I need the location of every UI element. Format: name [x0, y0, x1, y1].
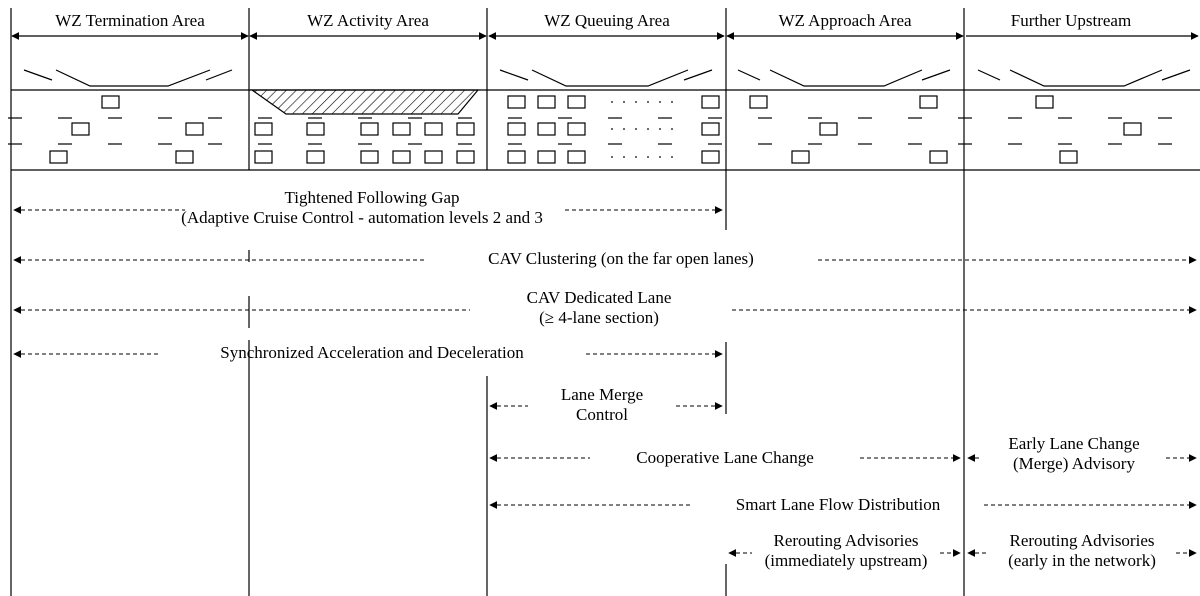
queue-dot [671, 128, 673, 130]
label-acc-note: (Adaptive Cruise Control - automation le… [181, 208, 543, 227]
label-merge-advisory: (Merge) Advisory [1013, 454, 1135, 473]
vehicle [567, 95, 586, 109]
vehicle [254, 122, 273, 136]
vehicle [919, 95, 938, 109]
label-lane-merge-control: Control [576, 405, 628, 424]
label-smart-lane-flow: Smart Lane Flow Distribution [736, 495, 941, 514]
vehicle [507, 122, 526, 136]
label-rerouting-early: Rerouting Advisories [1010, 531, 1155, 550]
zone-label-upstream: Further Upstream [1011, 11, 1131, 30]
vehicle [929, 150, 948, 164]
label-early-lane-change: Early Lane Change [1008, 434, 1139, 453]
vehicle [360, 122, 379, 136]
queue-dot [671, 156, 673, 158]
vehicle [749, 95, 768, 109]
vehicle [101, 95, 120, 109]
vehicle [701, 95, 720, 109]
zone-label-termination: WZ Termination Area [55, 11, 205, 30]
vehicle [537, 150, 556, 164]
vehicle [306, 150, 325, 164]
queue-dot [611, 101, 613, 103]
queue-dot [623, 128, 625, 130]
roadway [11, 69, 1200, 171]
vehicle [392, 150, 411, 164]
queue-dot [647, 128, 649, 130]
vehicle [392, 122, 411, 136]
vehicle [49, 150, 68, 164]
vehicle [701, 122, 720, 136]
queue-dot [635, 128, 637, 130]
vehicle [819, 122, 838, 136]
vehicle [537, 122, 556, 136]
queue-dot [635, 156, 637, 158]
vehicle [175, 150, 194, 164]
vehicle [1123, 122, 1142, 136]
vehicle [791, 150, 810, 164]
vehicle [567, 150, 586, 164]
vehicle [507, 150, 526, 164]
queue-dot [635, 101, 637, 103]
zone-headers: WZ Termination Area WZ Activity Area WZ … [55, 11, 1131, 30]
vehicle [71, 122, 90, 136]
label-lane-merge: Lane Merge [561, 385, 643, 404]
label-sync-accel-decel: Synchronized Acceleration and Decelerati… [220, 343, 524, 362]
strategy-labels: Tightened Following Gap (Adaptive Cruise… [181, 188, 1156, 570]
label-dedicated-lane-note: (≥ 4-lane section) [539, 308, 659, 327]
queue-dot [659, 101, 661, 103]
queue-dot [623, 156, 625, 158]
vehicle [456, 122, 475, 136]
vehicle [185, 122, 204, 136]
lane-markings [8, 117, 1172, 145]
vehicle [507, 95, 526, 109]
label-rerouting-immediate: Rerouting Advisories [774, 531, 919, 550]
vehicle [424, 122, 443, 136]
vehicle [701, 150, 720, 164]
queue-dot [659, 128, 661, 130]
queue-dot [659, 156, 661, 158]
work-zone-closure [250, 89, 480, 115]
vehicle [254, 150, 273, 164]
queue-dot [671, 101, 673, 103]
queue-dot [611, 128, 613, 130]
vehicle [360, 150, 379, 164]
vehicle [537, 95, 556, 109]
label-tightened-following-gap: Tightened Following Gap [284, 188, 459, 207]
zone-label-approach: WZ Approach Area [778, 11, 912, 30]
vehicles [49, 95, 1142, 164]
zone-boundaries [10, 8, 965, 596]
zone-label-activity: WZ Activity Area [307, 11, 429, 30]
vehicle [1059, 150, 1078, 164]
strategy-arrows [13, 206, 1197, 557]
vehicle [424, 150, 443, 164]
vehicle [306, 122, 325, 136]
label-rerouting-immediate-note: (immediately upstream) [765, 551, 928, 570]
vehicle [456, 150, 475, 164]
queue-dot [647, 156, 649, 158]
vehicle [1035, 95, 1054, 109]
vehicle [567, 122, 586, 136]
zone-label-queuing: WZ Queuing Area [544, 11, 670, 30]
label-cav-dedicated-lane: CAV Dedicated Lane [527, 288, 672, 307]
label-cav-clustering: CAV Clustering (on the far open lanes) [488, 249, 754, 268]
label-cooperative-lane-change: Cooperative Lane Change [636, 448, 814, 467]
queue-dot [623, 101, 625, 103]
queue-dots [611, 101, 673, 158]
queue-dot [647, 101, 649, 103]
label-rerouting-early-note: (early in the network) [1008, 551, 1156, 570]
queue-dot [611, 156, 613, 158]
